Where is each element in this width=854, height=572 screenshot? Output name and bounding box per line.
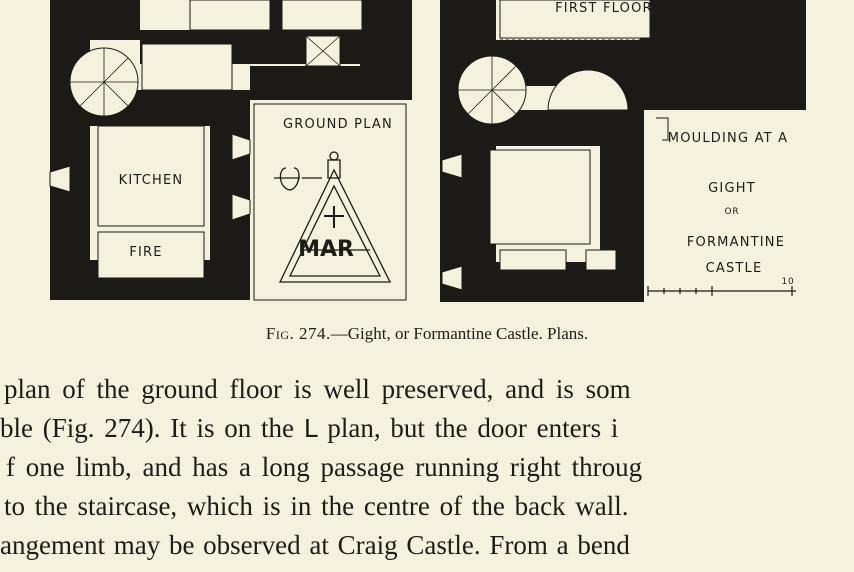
l-plan-glyph: L — [303, 414, 318, 443]
fire-label: FIRE — [129, 245, 162, 260]
figure-274: FIRST FLOOR PLAN GROUND PLAN KITCHEN FIR… — [49, 0, 806, 302]
castle-name-line1: GIGHT — [708, 181, 756, 196]
castle-name-line3: FORMANTINE — [687, 235, 785, 250]
body-line-4: to the staircase, which is in the centre… — [4, 491, 629, 521]
first-floor-plan-label: FIRST FLOOR PLAN — [555, 1, 697, 16]
plan-drawing: FIRST FLOOR PLAN GROUND PLAN KITCHEN FIR… — [49, 0, 806, 302]
ground-plan-label: GROUND PLAN — [283, 117, 393, 132]
castle-name-line2: OR — [725, 207, 740, 217]
monogram-label: MAR — [298, 237, 354, 262]
figure-number: Fig. 274. — [265, 324, 331, 343]
body-line-2-start: ble (Fig. 274). It is on the — [0, 413, 304, 443]
castle-name-line4: CASTLE — [706, 261, 763, 276]
body-line-1: plan of the ground floor is well preserv… — [4, 374, 631, 404]
figure-caption-text: —Gight, or Formantine Castle. Plans. — [330, 324, 589, 343]
body-line-2: ble (Fig. 274). It is on the L plan, but… — [0, 409, 854, 448]
scale-number: 10 — [781, 277, 794, 287]
body-text: plan of the ground floor is well preserv… — [0, 370, 854, 565]
point-a-label: A — [737, 53, 747, 68]
body-line-3: f one limb, and has a long passage runni… — [6, 452, 643, 482]
figure-caption: Fig. 274.—Gight, or Formantine Castle. P… — [0, 324, 854, 344]
body-line-5: angement may be observed at Craig Castle… — [0, 530, 630, 560]
moulding-label: MOULDING AT A — [668, 131, 788, 146]
body-line-2-end: plan, but the door enters i — [317, 413, 619, 443]
kitchen-label: KITCHEN — [119, 173, 184, 188]
